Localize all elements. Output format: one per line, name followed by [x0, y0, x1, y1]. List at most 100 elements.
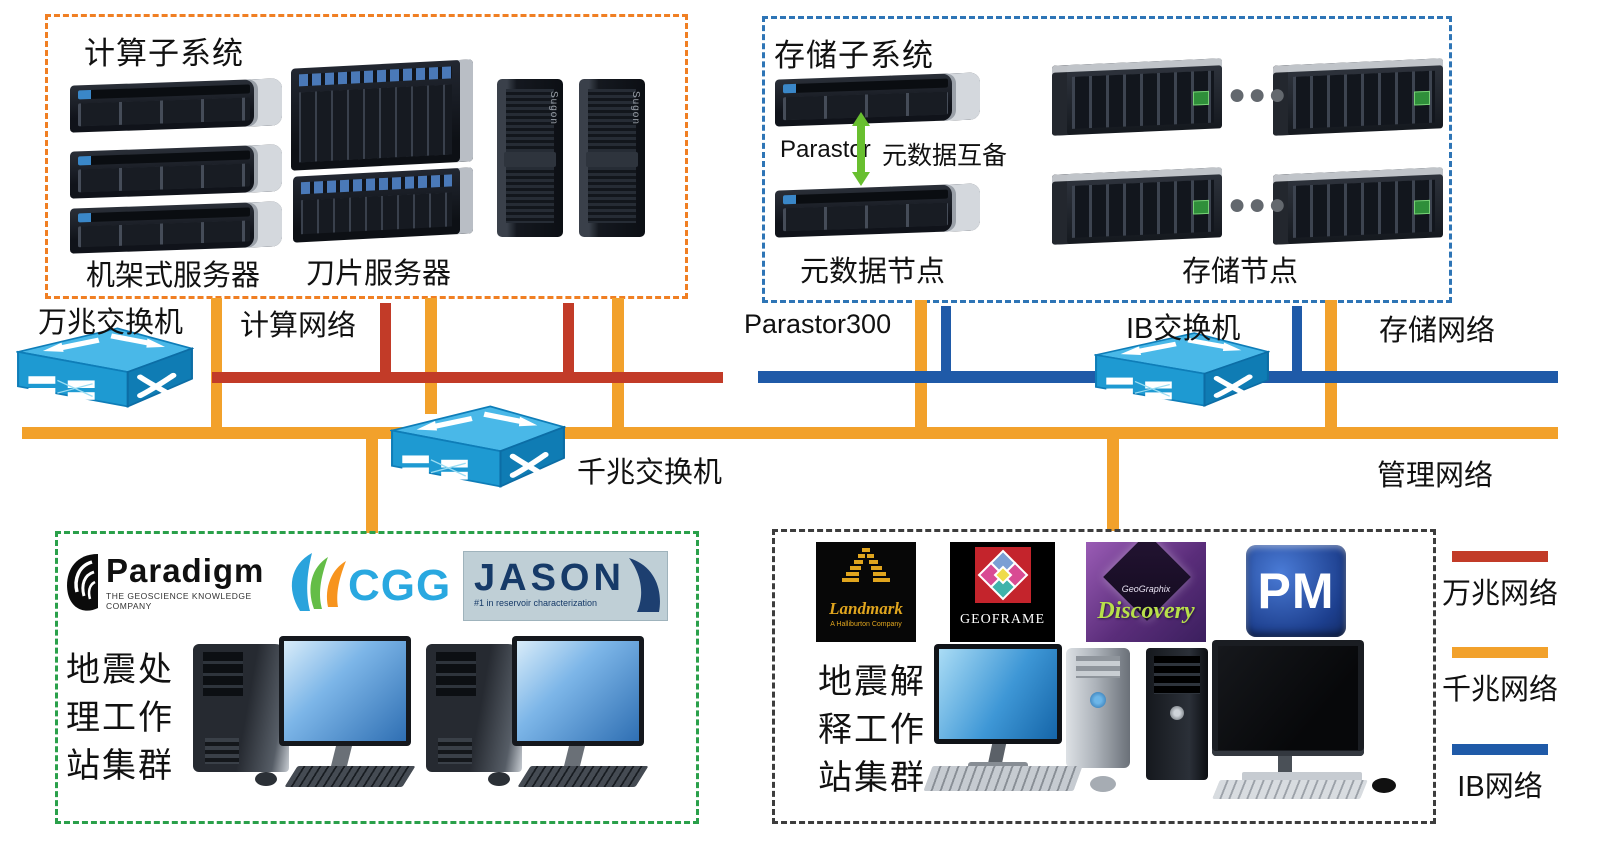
storage-subsystem-title: 存储子系统	[774, 38, 934, 73]
workstation-screen	[284, 641, 406, 741]
geoframe-name: GEOFRAME	[959, 612, 1045, 627]
storage-network-label: 存储网络	[1379, 315, 1496, 347]
storage-node-3	[1052, 167, 1222, 245]
landmark-logo: Landmark A Halliburton Company	[816, 542, 916, 642]
blade-server-label: 刀片服务器	[306, 258, 452, 290]
mouse	[488, 772, 510, 786]
tower-server-2: Sugon	[579, 79, 645, 237]
mouse	[255, 772, 277, 786]
jason-sail-icon	[629, 558, 660, 612]
mouse	[1372, 778, 1396, 793]
tower-brand-label: Sugon	[630, 91, 641, 125]
geoframe-diamond-icon	[974, 547, 1031, 603]
mouse	[1090, 776, 1116, 792]
gig-link-line	[425, 298, 437, 414]
workstation-screen	[517, 641, 639, 741]
interpretation-cluster-box	[772, 529, 1436, 824]
compute-network-label: 计算网络	[240, 310, 357, 342]
gig-switch-label: 千兆交换机	[577, 457, 723, 489]
metadata-node-1	[775, 72, 980, 127]
discovery-tagline: GeoGraphix	[1121, 584, 1171, 594]
pm-logo: PM	[1246, 545, 1346, 637]
legend-ib-bar	[1452, 744, 1548, 755]
ib-switch-label: IB交换机	[1126, 313, 1241, 345]
workstation-monitor	[512, 636, 644, 746]
keyboard	[1212, 780, 1368, 799]
keyboard	[284, 766, 416, 787]
ib-link-line	[941, 306, 951, 373]
interpretation-cluster-label: 地震解 释工作 站集群	[818, 663, 926, 797]
mutual-backup-arrow-icon	[852, 112, 870, 186]
discovery-name: Discovery	[1097, 598, 1195, 624]
metadata-backup-label: 元数据互备	[882, 142, 1008, 170]
interpretation-workstation-2	[1146, 640, 1396, 805]
ten-gig-link-line	[563, 303, 574, 377]
paradigm-shell-icon	[67, 554, 98, 611]
pm-name: PM	[1257, 563, 1335, 619]
gig-switch-icon	[390, 403, 566, 489]
legend-ten-gig-label: 万兆网络	[1441, 578, 1558, 610]
storage-node-led	[1414, 91, 1430, 106]
gig-link-line	[1325, 300, 1337, 432]
monitor-stand	[1278, 756, 1292, 774]
paradigm-name: Paradigm	[106, 552, 265, 589]
processing-cluster-box	[55, 531, 699, 824]
monitor-stand	[987, 744, 1007, 764]
legend-ib-label: IB网络	[1457, 771, 1543, 803]
blade-server-1	[291, 59, 473, 171]
workstation-monitor	[279, 636, 411, 746]
ten-gig-link-line	[380, 303, 391, 377]
discovery-logo: GeoGraphix Discovery	[1086, 542, 1206, 642]
compute-subsystem-box	[45, 14, 688, 299]
paradigm-logo: Paradigm THE GEOSCIENCE KNOWLEDGE COMPAN…	[64, 550, 269, 622]
storage-node-1	[1052, 58, 1222, 136]
storage-node-led	[1414, 200, 1430, 215]
gig-link-line	[915, 300, 927, 432]
gig-drop-line	[366, 435, 378, 533]
processing-workstation-1	[193, 636, 423, 794]
ten-gig-switch-label: 万兆交换机	[38, 307, 184, 339]
workstation-tower	[1066, 648, 1130, 768]
keyboard	[923, 766, 1083, 791]
parastor300-label: Parastor300	[744, 309, 892, 339]
workstation-screen	[1218, 646, 1358, 750]
blade-server-2	[293, 167, 473, 243]
tower-brand-label: Sugon	[548, 91, 559, 125]
parastor-label: Parastor	[780, 136, 871, 163]
legend-gig-label: 千兆网络	[1441, 674, 1558, 706]
rack-server-3	[70, 201, 282, 254]
workstation-screen	[939, 649, 1057, 739]
jason-name: JASON	[474, 557, 625, 599]
paradigm-tagline: THE GEOSCIENCE KNOWLEDGE COMPANY	[106, 591, 252, 611]
monitor-base	[1242, 772, 1362, 781]
landmark-pyramid-icon	[842, 548, 890, 582]
storage-node-label: 存储节点	[1182, 256, 1299, 288]
legend-gig-bar	[1452, 647, 1548, 658]
storage-node-led	[1193, 200, 1209, 215]
workstation-tower	[426, 644, 522, 772]
landmark-tagline: A Halliburton Company	[830, 621, 902, 628]
processing-workstation-2	[426, 636, 656, 794]
gig-link-line	[612, 298, 624, 432]
ellipsis-dots: ●●●	[1228, 188, 1289, 221]
rack-server-1	[70, 78, 282, 133]
metadata-node-2	[775, 183, 980, 238]
geoframe-logo: GEOFRAME	[950, 542, 1055, 642]
interpretation-workstation-1	[923, 644, 1142, 802]
gig-link-line	[211, 298, 222, 432]
storage-subsystem-box	[762, 16, 1452, 303]
storage-node-2	[1273, 58, 1443, 136]
compute-subsystem-title: 计算子系统	[84, 36, 244, 71]
gig-drop-line	[1107, 435, 1119, 531]
landmark-name: Landmark	[829, 599, 903, 618]
rack-server-2	[70, 144, 282, 199]
management-network-line	[22, 427, 1558, 439]
workstation-tower	[193, 644, 289, 772]
management-network-label: 管理网络	[1377, 460, 1494, 492]
workstation-tower	[1146, 648, 1208, 780]
processing-cluster-label: 地震处 理工作 站集群	[66, 651, 174, 785]
compute-network-line	[212, 372, 723, 383]
storage-node-led	[1193, 91, 1209, 106]
metadata-node-label: 元数据节点	[800, 256, 946, 288]
